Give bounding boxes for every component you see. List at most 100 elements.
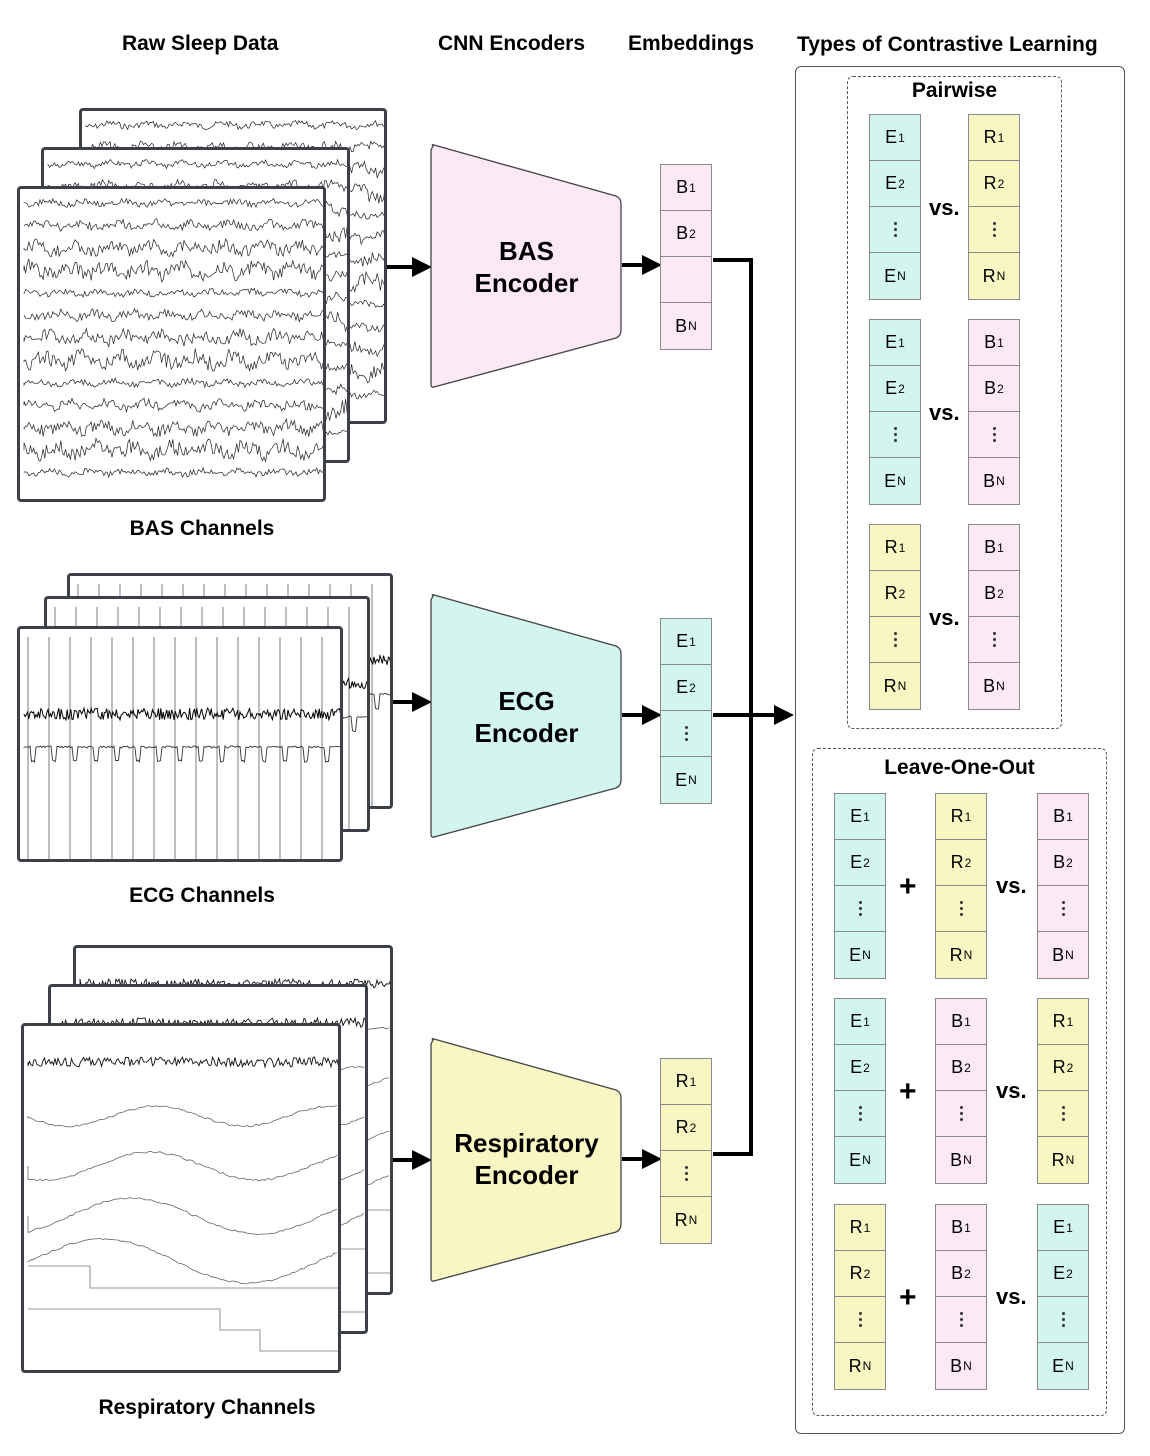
plus-label: + [899, 1281, 917, 1314]
vertical-ellipsis-icon [992, 631, 996, 649]
ellipsis-icon [870, 617, 920, 663]
vertical-ellipsis-icon [992, 426, 996, 444]
vertical-ellipsis-icon [959, 1311, 963, 1329]
resp-sheet-front [21, 1023, 341, 1373]
vertical-ellipsis-icon [1061, 900, 1065, 918]
caption-ecg-channels: ECG Channels [129, 884, 275, 907]
vs-label: vs. [929, 400, 960, 425]
respiratory-waveform-icon [27, 1055, 338, 1352]
vs-label: vs. [996, 873, 1027, 898]
vertical-ellipsis-icon [959, 900, 963, 918]
vertical-ellipsis-icon [893, 426, 897, 444]
ellipsis-icon [969, 617, 1019, 663]
leave-one-out-title: Leave-One-Out [884, 756, 1035, 779]
vertical-ellipsis-icon [992, 221, 996, 239]
embedding-cell-empty [661, 257, 711, 303]
vs-label: vs. [996, 1284, 1027, 1309]
vertical-ellipsis-icon [684, 1165, 688, 1183]
ellipsis-icon [835, 1297, 885, 1343]
respiratory-encoder-shape [430, 1038, 622, 1282]
ellipsis-icon [969, 412, 1019, 458]
ellipsis-icon [936, 886, 986, 932]
contrastive-learning-panel [795, 66, 1125, 1434]
vertical-ellipsis-icon [1061, 1105, 1065, 1123]
vertical-ellipsis-icon [1061, 1311, 1065, 1329]
ellipsis-icon [969, 207, 1019, 253]
ecg-waveform-icon [23, 637, 340, 859]
header-raw-sleep-data: Raw Sleep Data [122, 32, 279, 55]
ellipsis-icon [936, 1297, 986, 1343]
ellipsis-icon [661, 1151, 711, 1197]
vertical-ellipsis-icon [858, 1311, 862, 1329]
vertical-ellipsis-icon [858, 900, 862, 918]
vertical-ellipsis-icon [893, 631, 897, 649]
pairwise-group [847, 76, 1062, 729]
ellipsis-icon [870, 207, 920, 253]
plus-label: + [899, 870, 917, 903]
wire-resp-embedding [713, 715, 753, 1156]
ellipsis-icon [1038, 886, 1088, 932]
ellipsis-icon [936, 1091, 986, 1137]
plus-label: + [899, 1075, 917, 1108]
vs-label: vs. [929, 195, 960, 220]
pairwise-title: Pairwise [911, 79, 998, 102]
vertical-ellipsis-icon [893, 221, 897, 239]
ellipsis-icon [1038, 1297, 1088, 1343]
header-types-of-contrastive-learning: Types of Contrastive Learning [797, 33, 1098, 56]
